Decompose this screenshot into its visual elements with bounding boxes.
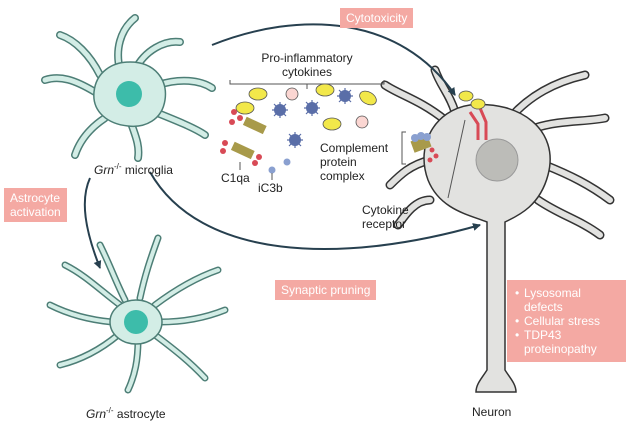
synaptic-pruning-tag: Synaptic pruning xyxy=(275,280,377,300)
microglia-label: Grn-/- microglia xyxy=(94,160,173,177)
ic3b-glyph xyxy=(268,158,291,180)
synaptic-pruning-arrow xyxy=(149,171,481,250)
astrocyte-label: Grn-/- astrocyte xyxy=(86,404,166,421)
cytotoxicity-tag: Cytotoxicity xyxy=(340,8,414,28)
complement-at-neuron xyxy=(401,131,439,165)
astrocyte-suffix: astrocyte xyxy=(113,407,166,421)
astrocyte-genotype: -/- xyxy=(106,406,114,415)
effect-item: Lysosomal defects xyxy=(515,286,619,314)
receptor-leader-line xyxy=(447,119,466,199)
cytokine-receptor-label: Cytokine receptor xyxy=(362,203,409,231)
astrocyte-activation-tag: Astrocyte activation xyxy=(4,188,67,222)
neuron-label: Neuron xyxy=(472,405,512,419)
microglia-cell xyxy=(41,14,216,162)
neuron-cell xyxy=(380,65,615,393)
ic3b-label: iC3b xyxy=(258,181,283,195)
astrocyte-gene: Grn xyxy=(86,407,107,421)
cytokine-receptor-glyph xyxy=(458,90,488,140)
astrocyte-cell xyxy=(46,234,229,394)
astrocyte-activation-arrow xyxy=(83,177,102,269)
microglia-gene: Grn xyxy=(94,163,115,177)
complement-label: Complement protein complex xyxy=(320,141,389,183)
effect-item: TDP43 proteinopathy xyxy=(515,328,619,356)
c1qa-label: C1qa xyxy=(221,171,250,185)
microglia-suffix: microglia xyxy=(121,163,173,177)
pro-inflammatory-label: Pro-inflammatory cytokines xyxy=(261,51,353,79)
microglia-genotype: -/- xyxy=(114,162,122,171)
neuron-effects-list: Lysosomal defects Cellular stress TDP43 … xyxy=(515,286,619,356)
effect-item: Cellular stress xyxy=(515,314,619,328)
neuron-effects-box: Lysosomal defects Cellular stress TDP43 … xyxy=(507,280,626,362)
cytokine-cluster xyxy=(229,80,385,148)
c1qa-glyph xyxy=(220,109,267,170)
